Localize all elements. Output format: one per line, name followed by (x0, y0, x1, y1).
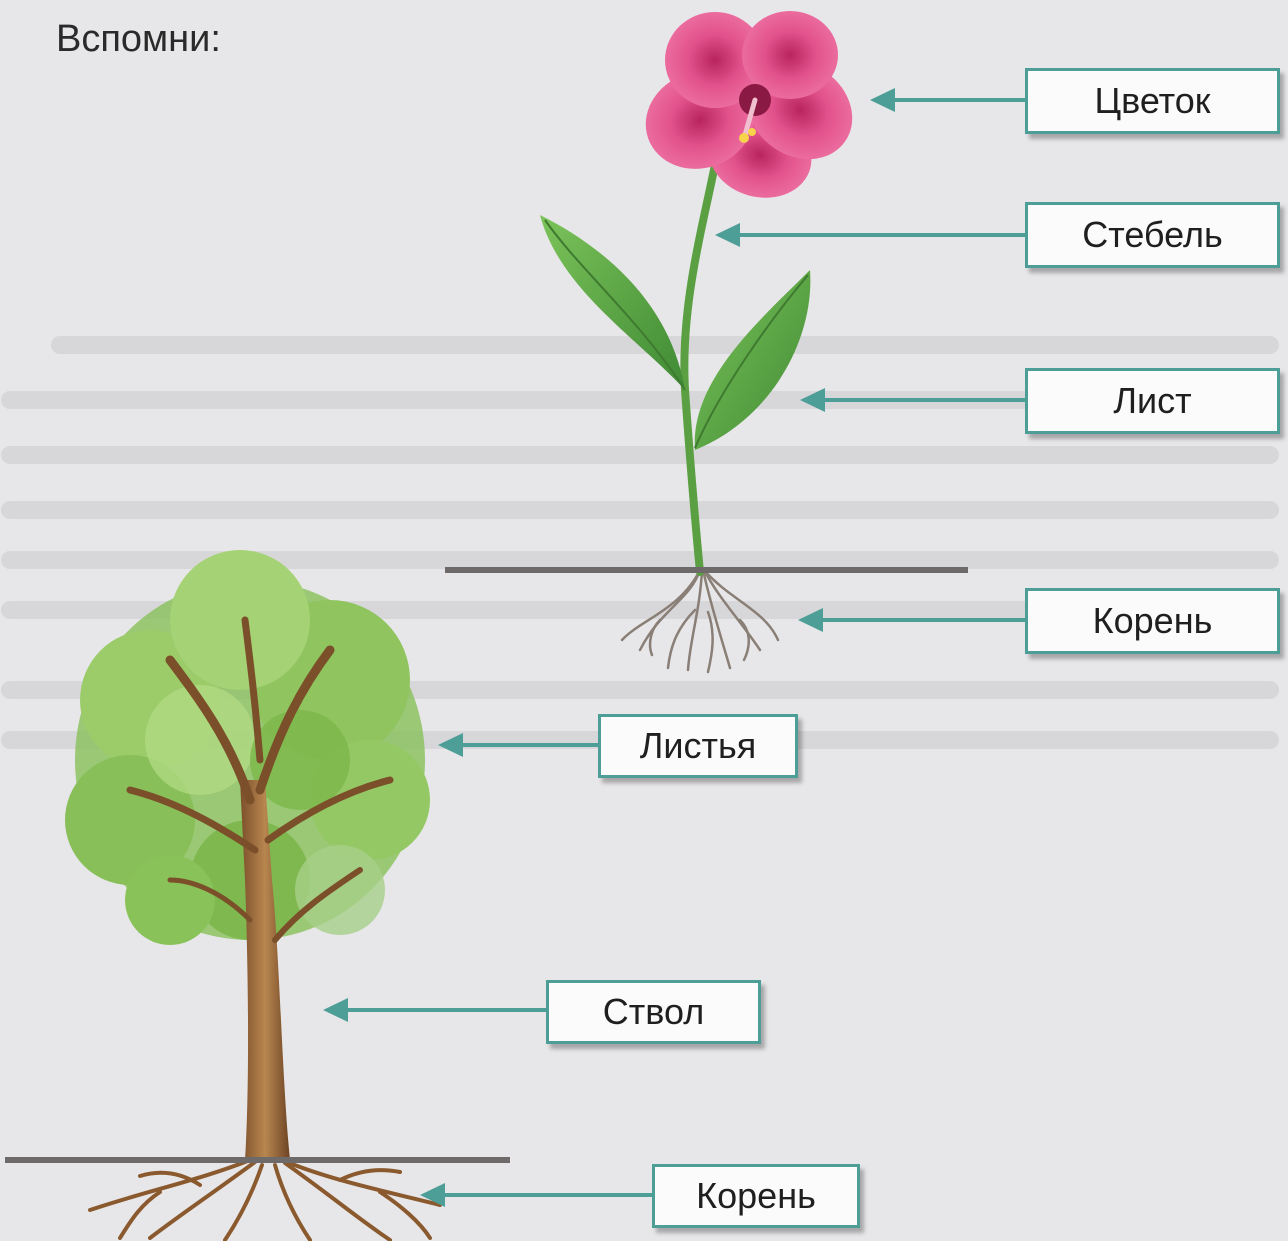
tree-plant (5, 550, 510, 1240)
flower-leaf-right-illustration (695, 270, 811, 450)
label-flower-root: Корень (1025, 588, 1280, 654)
label-tree-leaves: Листья (598, 714, 798, 778)
arrow-stem (715, 223, 1025, 247)
flower-root-illustration (622, 570, 778, 672)
page-heading: Вспомни: (56, 18, 221, 61)
arrow-flower (870, 88, 1025, 112)
label-trunk: Ствол (546, 980, 761, 1044)
tree-root-illustration (90, 1160, 440, 1240)
label-flower: Цветок (1025, 68, 1280, 134)
arrow-tree-root (420, 1183, 652, 1207)
label-leaf: Лист (1025, 368, 1280, 434)
arrow-trunk (323, 998, 546, 1022)
label-stem: Стебель (1025, 202, 1280, 268)
flower-head-illustration (632, 11, 872, 209)
label-tree-root: Корень (652, 1164, 860, 1228)
